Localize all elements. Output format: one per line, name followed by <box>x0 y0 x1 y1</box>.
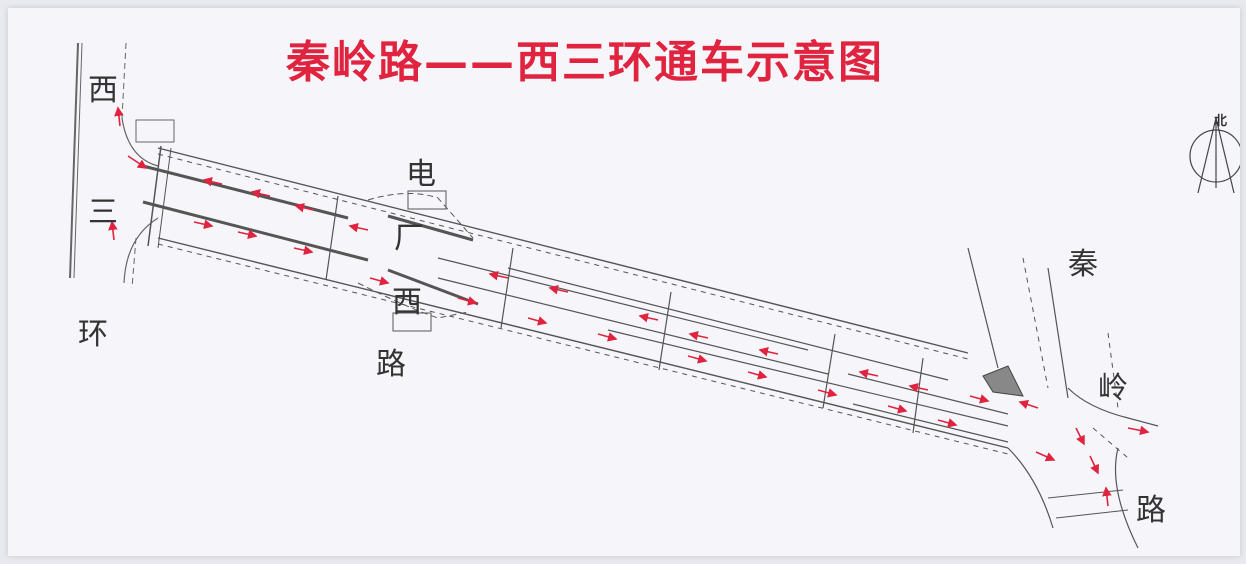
qinling-road-east <box>967 247 1159 549</box>
west-third-ring-char-2: 三 <box>88 195 118 230</box>
west-third-ring-road <box>69 42 175 289</box>
west-third-ring-char-3: 环 <box>78 317 108 352</box>
north-label: 北 <box>1214 114 1228 129</box>
dianchang-road-char-1: 电 <box>406 157 436 192</box>
dianchang-road-char-4: 路 <box>376 347 406 382</box>
north-arrow-icon <box>1189 117 1240 194</box>
dianchang-road-char-3: 西 <box>392 285 422 320</box>
traffic-arrows <box>108 106 1150 507</box>
qinling-road-char-2: 岭 <box>1098 371 1128 406</box>
dianchang-road-char-2: 厂 <box>394 221 424 256</box>
road-plan <box>69 42 1240 549</box>
map-sheet: 秦岭路——西三环通车示意图 北 西 三 环 电 厂 西 路 秦 岭 路 <box>8 8 1240 556</box>
qinling-road-corridor <box>142 145 1009 455</box>
west-third-ring-char-1: 西 <box>88 73 118 108</box>
qinling-road-char-1: 秦 <box>1068 247 1098 282</box>
qinling-road-char-3: 路 <box>1136 493 1166 528</box>
map-title: 秦岭路——西三环通车示意图 <box>286 37 884 88</box>
